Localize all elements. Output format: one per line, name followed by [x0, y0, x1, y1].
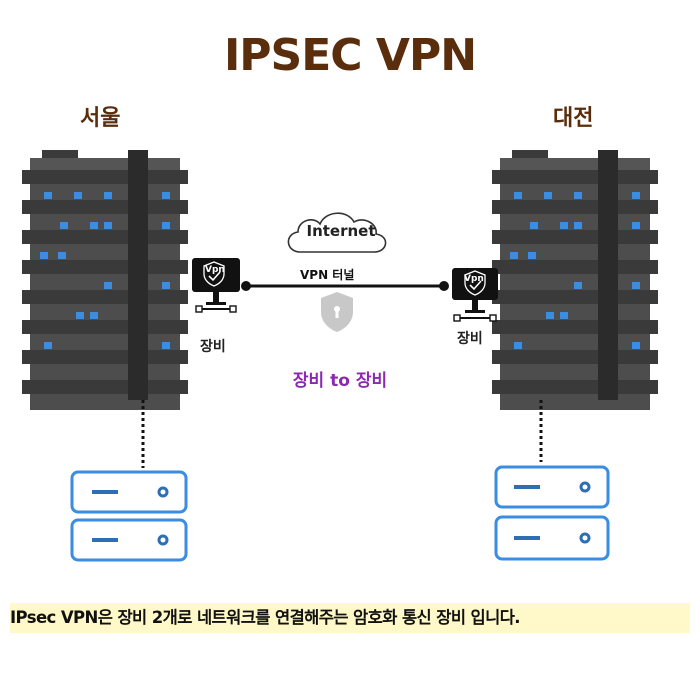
caption: IPsec VPN은 장비 2개로 네트워크를 연결해주는 암호화 통신 장비 … [10, 603, 690, 633]
vpn-router-icon [192, 258, 240, 313]
site-left-name: 서울 [80, 106, 121, 131]
device-right-label: 장비 [457, 331, 483, 347]
page-title: IPSEC VPN [223, 30, 477, 81]
server-rack-icon [492, 150, 658, 410]
link-label: 장비 to 장비 [292, 371, 388, 391]
vpn-router-icon [452, 268, 498, 322]
site-right-name: 대전 [553, 106, 594, 131]
server-icon [70, 518, 188, 562]
vpn-icon-text-left: Vpn [205, 265, 225, 275]
shield-lock-icon [321, 292, 353, 332]
server-icon [70, 470, 188, 514]
server-rack-icon [22, 150, 188, 410]
server-icon [494, 515, 610, 561]
vpn-icon-text-right: Vpn [464, 274, 484, 284]
device-left-label: 장비 [200, 339, 226, 355]
cloud-icon [287, 212, 387, 253]
tunnel-label: VPN 터널 [300, 268, 355, 282]
cloud-label: Internet [306, 222, 376, 240]
server-icon [494, 465, 610, 509]
